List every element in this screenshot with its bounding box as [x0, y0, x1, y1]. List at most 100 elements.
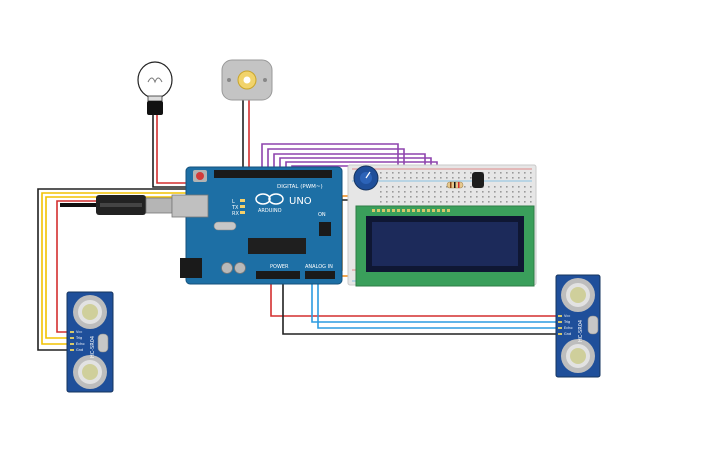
breadboard-hole: [386, 201, 388, 203]
breadboard-hole: [530, 177, 532, 179]
usb-port: [171, 194, 209, 218]
breadboard-hole: [422, 196, 424, 198]
breadboard-hole: [506, 196, 508, 198]
motor-screw-right: [263, 78, 267, 82]
breadboard-hole: [380, 196, 382, 198]
breadboard-hole: [422, 172, 424, 174]
breadboard-hole: [476, 196, 478, 198]
arduino-pcb: [185, 166, 343, 285]
arduino-uno-board[interactable]: DIGITAL (PWM~) ARDUINO UNO L TX RX ON PO…: [171, 166, 343, 285]
breadboard-hole: [470, 196, 472, 198]
capacitor-1: [221, 262, 233, 274]
breadboard-hole: [506, 172, 508, 174]
breadboard-hole: [500, 201, 502, 203]
icsp-header: [319, 222, 331, 236]
breadboard-hole: [470, 201, 472, 203]
breadboard-hole: [446, 191, 448, 193]
breadboard-hole: [464, 177, 466, 179]
breadboard-hole: [440, 177, 442, 179]
breadboard-hole: [428, 201, 430, 203]
breadboard-hole: [380, 191, 382, 193]
lcd-pin: [397, 209, 400, 212]
breadboard-hole: [452, 172, 454, 174]
arduino-model: UNO: [289, 196, 312, 207]
lcd-display[interactable]: [355, 205, 535, 287]
breadboard-hole: [386, 172, 388, 174]
breadboard-hole: [416, 196, 418, 198]
breadboard-hole: [392, 196, 394, 198]
potentiometer[interactable]: [353, 165, 379, 191]
breadboard-hole: [446, 177, 448, 179]
sensor-right-transducer-top-mesh: [570, 287, 586, 303]
resistor[interactable]: [446, 181, 464, 189]
breadboard-hole: [530, 191, 532, 193]
usb-cable-line: [60, 203, 100, 207]
sensor-left-transducer-bottom-mesh: [82, 364, 98, 380]
breadboard-hole: [440, 201, 442, 203]
breadboard-hole: [434, 196, 436, 198]
breadboard-hole: [398, 196, 400, 198]
breadboard-hole: [500, 196, 502, 198]
breadboard-hole: [476, 191, 478, 193]
lcd-pin-header: [372, 209, 450, 212]
breadboard-hole: [422, 186, 424, 188]
lcd-pin: [437, 209, 440, 212]
breadboard-hole: [434, 201, 436, 203]
lcd-pin: [392, 209, 395, 212]
breadboard-hole: [512, 177, 514, 179]
breadboard-hole: [512, 201, 514, 203]
breadboard-hole: [518, 186, 520, 188]
breadboard-hole: [488, 177, 490, 179]
breadboard-hole: [398, 172, 400, 174]
light-bulb[interactable]: [137, 61, 173, 115]
right-sensor-wire-blue-1: [311, 268, 556, 323]
breadboard-hole: [386, 186, 388, 188]
breadboard-hole: [494, 172, 496, 174]
sensor-left-pin-echo: Echo: [76, 342, 85, 346]
breadboard-hole: [512, 186, 514, 188]
breadboard-hole: [404, 191, 406, 193]
lcd-pin: [377, 209, 380, 212]
breadboard-hole: [506, 191, 508, 193]
breadboard-hole: [446, 196, 448, 198]
breadboard-hole: [392, 172, 394, 174]
breadboard-hole: [488, 191, 490, 193]
sensor-left-pin-1: [70, 331, 74, 333]
breadboard-hole: [392, 186, 394, 188]
breadboard-hole: [416, 186, 418, 188]
resistor-band-2: [454, 182, 456, 188]
ultrasonic-sensor-left[interactable]: Vcc Trig Echo Gnd HC-SR04: [66, 291, 114, 393]
breadboard-hole: [452, 191, 454, 193]
breadboard-hole: [392, 201, 394, 203]
breadboard-hole: [386, 177, 388, 179]
ultrasonic-sensor-right[interactable]: Vcc Trig Echo Gnd HC-SR04: [555, 274, 601, 378]
breadboard-hole: [500, 172, 502, 174]
sensor-right-pin-1: [558, 315, 562, 317]
breadboard-hole: [446, 201, 448, 203]
breadboard-hole: [422, 177, 424, 179]
breadboard-hole: [440, 186, 442, 188]
breadboard-hole: [512, 172, 514, 174]
lcd-pin: [412, 209, 415, 212]
led-tx: [240, 205, 245, 208]
led-on-label: ON: [318, 212, 326, 218]
dc-motor[interactable]: [221, 59, 273, 101]
lcd-screen: [372, 222, 518, 266]
bulb-filament: [147, 77, 163, 84]
lcd-pin: [372, 209, 375, 212]
breadboard-hole: [494, 186, 496, 188]
sensor-right-pin-echo: Echo: [564, 326, 573, 330]
transistor-body: [472, 172, 484, 188]
digital-header-label: DIGITAL (PWM~): [277, 184, 323, 190]
breadboard-hole: [452, 201, 454, 203]
transistor[interactable]: [472, 172, 484, 188]
breadboard-hole: [524, 186, 526, 188]
breadboard-hole: [530, 201, 532, 203]
breadboard-hole: [434, 186, 436, 188]
breadboard-hole: [410, 201, 412, 203]
breadboard-hole: [518, 172, 520, 174]
usb-cable: [60, 195, 173, 215]
breadboard-hole: [524, 177, 526, 179]
sensor-right-transducer-bottom-mesh: [570, 348, 586, 364]
breadboard-hole: [470, 177, 472, 179]
